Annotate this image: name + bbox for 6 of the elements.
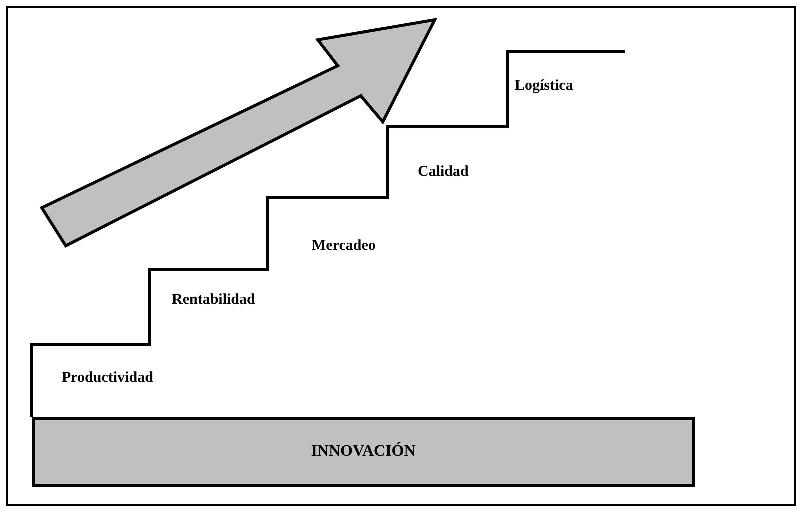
step-label: Mercadeo — [312, 238, 376, 255]
step-label: Productividad — [62, 370, 154, 387]
base-bar: INNOVACIÓN — [32, 417, 695, 487]
step-label: Rentabilidad — [172, 292, 256, 309]
step-label: Calidad — [418, 164, 469, 181]
step-label: Logística — [515, 78, 574, 95]
